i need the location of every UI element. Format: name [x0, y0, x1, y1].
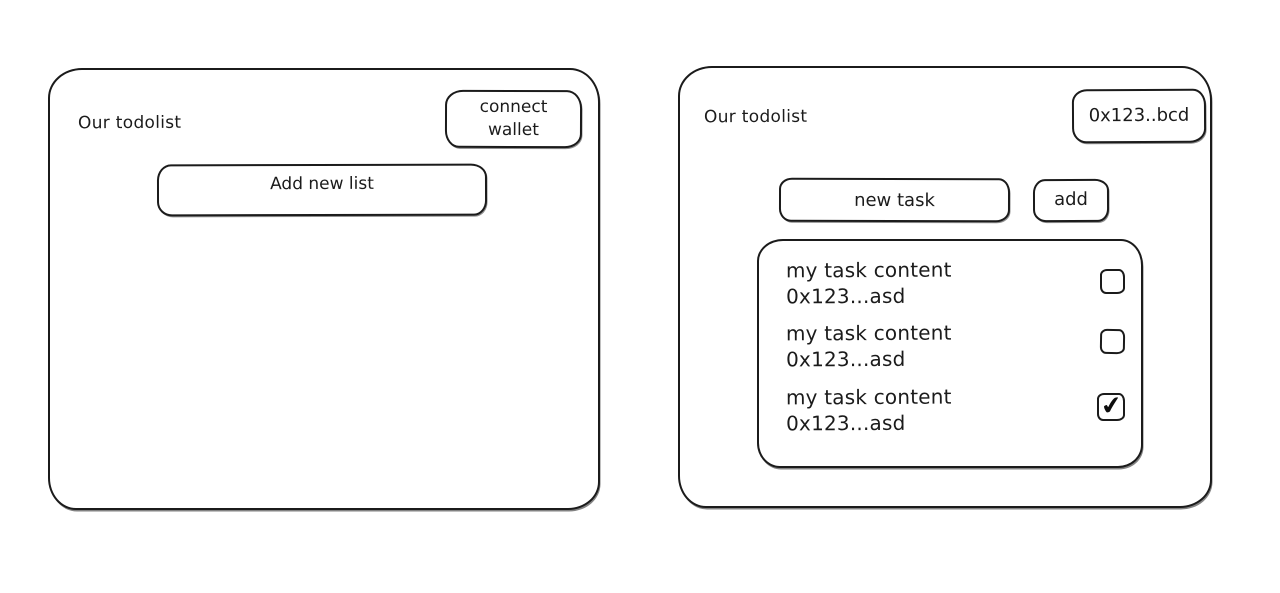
task-list: my task content 0x123...asd my task cont… — [757, 239, 1143, 468]
add-task-button[interactable]: add — [1032, 178, 1110, 223]
todolist-panel-disconnected: Our todolist connect wallet Add new list — [48, 68, 600, 510]
task-checkbox-checked[interactable]: ✔ — [1097, 389, 1125, 421]
task-content: my task content — [785, 384, 952, 410]
task-checkbox[interactable] — [1099, 328, 1126, 355]
task-address: 0x123...asd — [786, 346, 906, 372]
new-task-input[interactable] — [778, 177, 1011, 223]
task-address: 0x123...asd — [786, 410, 906, 436]
task-text: my task content 0x123...asd — [786, 320, 952, 373]
todolist-panel-connected: Our todolist 0x123..bcd add my task cont… — [678, 66, 1212, 508]
task-address: 0x123...asd — [786, 283, 906, 309]
task-checkbox[interactable] — [1100, 269, 1125, 294]
task-text: my task content 0x123...asd — [786, 257, 952, 310]
task-text: my task content 0x123...asd — [786, 384, 952, 437]
wallet-address-button[interactable]: 0x123..bcd — [1071, 88, 1207, 144]
checkmark-icon: ✔ — [1098, 389, 1124, 421]
page-title: Our todolist — [703, 106, 808, 128]
task-content: my task content — [785, 320, 952, 346]
page-title: Our todolist — [77, 112, 182, 134]
task-content: my task content — [785, 257, 952, 283]
add-new-list-button[interactable]: Add new list — [156, 163, 488, 217]
connect-wallet-button[interactable]: connect wallet — [444, 89, 583, 149]
